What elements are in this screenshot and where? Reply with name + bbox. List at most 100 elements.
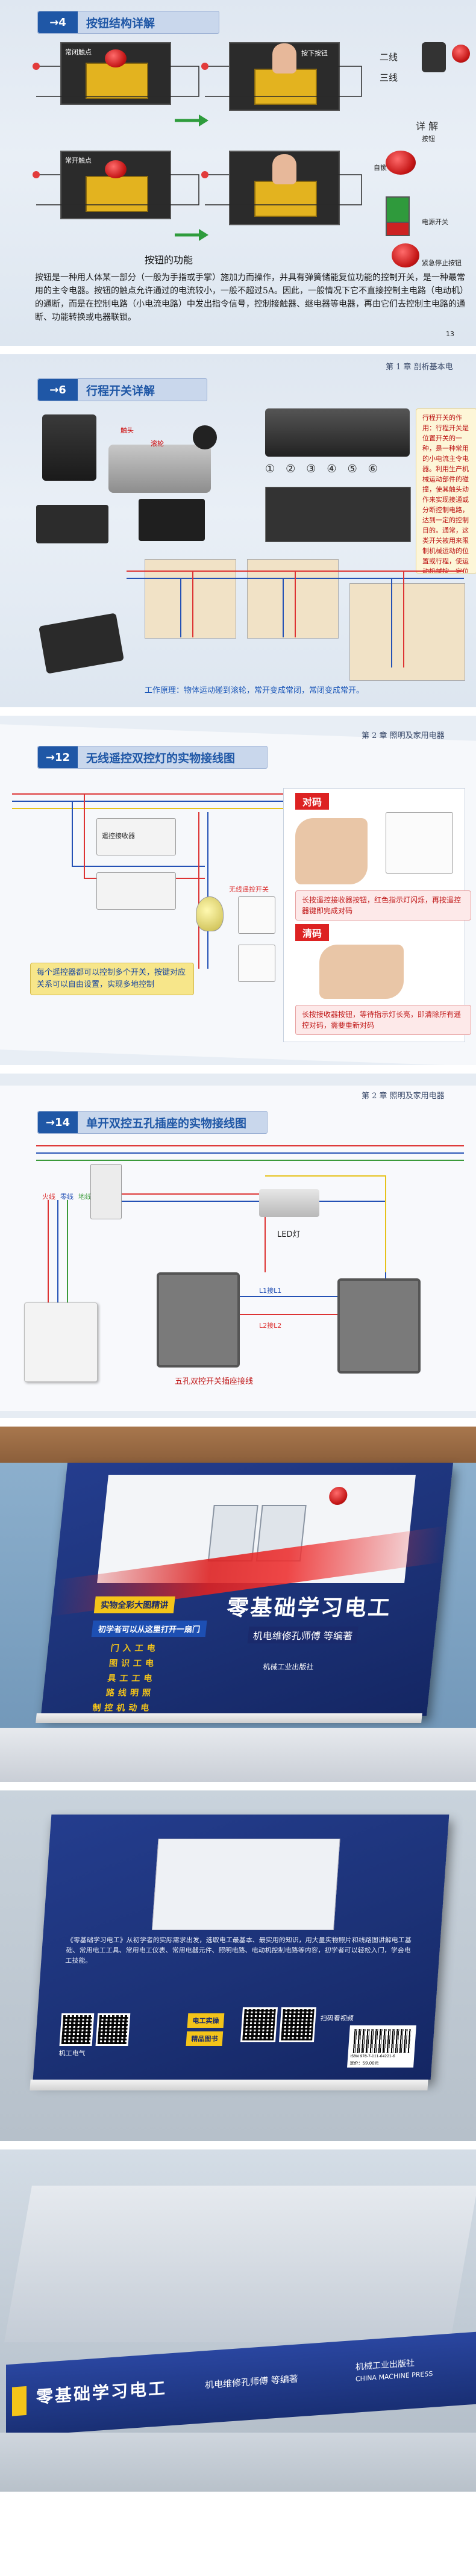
panel-wireless-remote: 第 2 章 照明及家用电器 → 12 无线遥控双控灯的实物接线图 遥控接收器 无… [0, 716, 476, 1065]
gap [0, 1418, 476, 1427]
label-contact: 触头 [121, 427, 134, 434]
section-tag: → 6 行程开关详解 [37, 378, 207, 401]
barcode [352, 2029, 412, 2053]
travel-switch-description: 行程开关的作用：行程开关是位置开关的一种，是一种常用的小电流主令电器。利用生产机… [416, 408, 476, 574]
qr-code-4 [278, 2007, 317, 2042]
spine-band: 零基础学习电工 机电维修孔师傅 等编著 机械工业出版社 CHINA MACHIN… [6, 2331, 476, 2437]
description-text: 行程开关的作用：行程开关是位置开关的一种，是一种常用的小电流主令电器。利用生产机… [422, 414, 469, 574]
power-switch-red [386, 222, 410, 236]
travel-circuit-wires [127, 571, 464, 667]
label-button: 按钮 [422, 135, 435, 143]
socket-red-text: 五孔双控开关插座接线 [175, 1377, 254, 1386]
topic: 电工入门 [109, 1643, 156, 1652]
qr-code-3 [240, 2007, 278, 2042]
label-self-lock: 自锁 [374, 164, 387, 172]
author: 机电维修孔师傅 等编著 [247, 1627, 359, 1643]
arrow-icon: → [45, 751, 55, 764]
section-title: 无线遥控双控灯的实物接线图 [86, 751, 236, 765]
label-right: 扫码看视频 [320, 2015, 354, 2022]
yellow-note: 每个遥控器都可以控制多个开关，按键对应关系可以自由设置，实现多地控制 [30, 963, 194, 995]
book-pages-edge [30, 2080, 428, 2090]
circle-number: ① [265, 463, 275, 475]
book-stack [4, 2186, 476, 2342]
led-label: LED灯 [277, 1230, 301, 1239]
qr-code-2 [95, 2013, 131, 2046]
working-principle: 工作原理：物体运动碰到滚轮，常开变成常闭，常闭变成常开。 [145, 686, 365, 695]
switch-black [422, 42, 446, 72]
vertical-topics: 电工入门 电工识图 电工工具 照明线路 电动机控制 [89, 1643, 157, 1716]
arrow-icon: → [45, 1116, 55, 1129]
roller [193, 425, 217, 449]
travel-switch-2 [36, 505, 108, 543]
spine-yellow-tag [12, 2386, 27, 2416]
note-l1: L1接L1 [259, 1287, 282, 1295]
power-switch [386, 196, 410, 223]
tag-full-color: 实物全彩大图精讲 [93, 1596, 175, 1613]
finger [272, 43, 296, 73]
remote-receiver-2 [96, 872, 176, 910]
button-cap [105, 49, 127, 67]
shelf-bottom [0, 1728, 476, 1782]
caption-function: 按钮的功能 [145, 254, 193, 266]
spine-publisher: 机械工业出版社 [355, 2358, 415, 2372]
section-tag: → 4 按钮结构详解 [37, 11, 219, 34]
gap [0, 2141, 476, 2149]
breaker [90, 1164, 122, 1219]
back-blurb: 《零基础学习电工》从初学者的实际需求出发，选取电工最基本、最实用的知识，用大量实… [64, 1936, 412, 1965]
author-suffix: 等编著 [322, 1630, 353, 1642]
circle-number: ③ [306, 463, 316, 475]
section-number-text: 6 [58, 383, 66, 396]
hand-remote-1 [295, 818, 368, 884]
barcode-box: ISBN 978-7-111-64221-6 定价：59.00元 [347, 2025, 416, 2068]
circle-number: ⑥ [368, 463, 378, 475]
badge-quality: 精品图书 [186, 2031, 224, 2046]
spine-author: 机电维修孔师傅 等编著 [205, 2373, 298, 2391]
section-title: 行程开关详解 [86, 384, 155, 398]
roller-arm [108, 445, 211, 493]
chapter-header: 第 1 章 剖析基本电 [386, 363, 453, 372]
topic: 电工识图 [107, 1658, 154, 1667]
paragraph-button: 按钮是一种用人体某一部分（一般为手指或手掌）施加力而操作，并具有弹簧储能复位功能… [35, 273, 469, 322]
book-cover: 零基础学习电工 实物全彩大图精讲 初学者可以从这里打开一扇门 电工入门 电工识图… [40, 1463, 454, 1716]
section-tag: → 12 无线遥控双控灯的实物接线图 [37, 746, 268, 769]
photo-label-nc: 常闭触点 [65, 48, 92, 56]
contact-block [254, 69, 317, 105]
gap [0, 1782, 476, 1790]
section-number: → 12 [38, 746, 78, 768]
topic: 照明线路 [104, 1688, 151, 1697]
wire-label-live: 火线 [42, 1193, 55, 1201]
section-number-text: 12 [55, 751, 70, 764]
wall-switch-1 [238, 896, 275, 934]
wireless-wires [12, 793, 283, 969]
circle-numbers: ① ② ③ ④ ⑤ ⑥ [265, 463, 378, 475]
button-cap [105, 160, 127, 178]
publisher: 机械工业出版社 [262, 1663, 315, 1671]
section-number: → 6 [38, 379, 78, 401]
panel-socket-wiring: 第 2 章 照明及家用电器 → 14 单开双控五孔插座的实物接线图 火线 零线 … [0, 1074, 476, 1418]
wire-label-ground: 地线 [78, 1193, 92, 1201]
photo-button-pressed-2 [229, 151, 340, 225]
emergency-stop [392, 243, 419, 267]
label-two-wire: 二线 [380, 52, 398, 63]
switch-red [452, 45, 470, 63]
photo-button-normal: 常闭触点 [60, 42, 171, 105]
back-photo [151, 1839, 340, 1930]
author-name: 机电维修孔师傅 [252, 1630, 321, 1642]
photo-label-no: 常开触点 [65, 157, 92, 164]
circuit-board-2 [247, 559, 339, 639]
section-number: → 4 [38, 11, 78, 33]
panel-spine: 零基础学习电工 机电维修孔师傅 等编著 机械工业出版社 CHINA MACHIN… [0, 2149, 476, 2492]
gap [0, 1065, 476, 1074]
surface [0, 2433, 476, 2492]
price: 定价：59.00元 [349, 2061, 379, 2066]
ceiling-light [259, 1189, 319, 1217]
photo-button-pressed: 按下按钮 [229, 42, 340, 111]
label-clearing: 清码 [295, 924, 330, 941]
tag-beginner: 初学者可以从这里打开一扇门 [91, 1621, 207, 1637]
circuit-board-3 [349, 583, 465, 681]
panel-front-cover: 零基础学习电工 实物全彩大图精讲 初学者可以从这里打开一扇门 电工入门 电工识图… [0, 1427, 476, 1782]
section-number: → 14 [38, 1111, 78, 1133]
arrow-icon: → [49, 16, 59, 29]
contact-block [86, 176, 148, 212]
circle-number: ② [286, 463, 296, 475]
